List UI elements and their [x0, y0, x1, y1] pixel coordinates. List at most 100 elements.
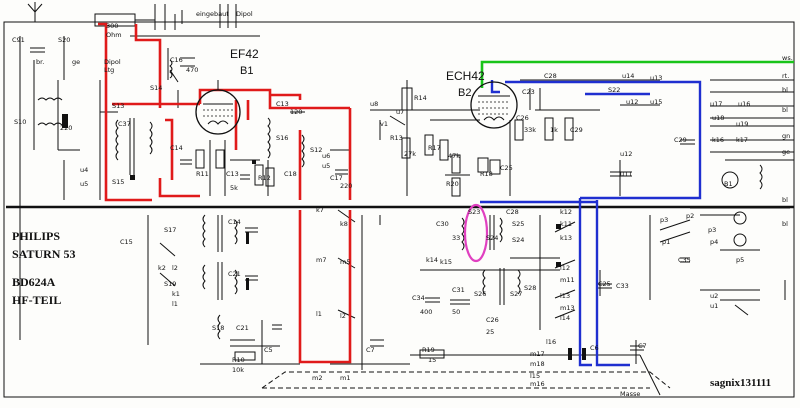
- signature: sagnix131111: [710, 377, 771, 389]
- label-dipol-ltg2: Ltg: [104, 66, 114, 74]
- label-u12: u12: [626, 98, 638, 106]
- label-r10: R10: [232, 356, 245, 364]
- label-c5: C5: [264, 346, 273, 354]
- label-p4: p4: [710, 238, 718, 246]
- label-s14: S14: [150, 84, 162, 92]
- label-u3: u1: [710, 302, 718, 310]
- label-c7b: C7: [638, 342, 647, 350]
- label-s27: S27: [510, 290, 522, 298]
- label-220a: 220: [60, 124, 72, 132]
- label-m16: m16: [530, 380, 545, 388]
- label-s28: S28: [524, 284, 536, 292]
- label-r13: R13: [390, 134, 403, 142]
- label-s13: S13: [112, 102, 124, 110]
- label-c35: C35: [678, 256, 691, 264]
- label-c11: C14: [170, 144, 183, 152]
- label-s20: S20: [58, 36, 70, 44]
- label-b1: B1: [724, 180, 733, 188]
- label-s19: S19: [164, 280, 176, 288]
- label-c15: C15: [120, 238, 133, 246]
- label-s16: S16: [276, 134, 288, 142]
- label-c14: C14: [228, 218, 241, 226]
- label-c25b: C25: [598, 280, 611, 288]
- label-c21b: C21: [236, 324, 249, 332]
- label-15: 15: [428, 356, 436, 364]
- label-c34: C34: [412, 294, 425, 302]
- label-r12: R12: [258, 174, 271, 182]
- label-eingebaut: eingebaut: [196, 10, 229, 18]
- label-u15: u15: [650, 98, 662, 106]
- label-5k: 5k: [230, 184, 238, 192]
- label-c28b: C28: [506, 208, 519, 216]
- label-br: br.: [36, 58, 44, 66]
- label-s10: S10: [14, 118, 26, 126]
- label-u6: u6: [322, 152, 330, 160]
- label-l16: l16: [546, 338, 556, 346]
- label-masse: Masse: [620, 390, 640, 398]
- label-k15: k15: [440, 258, 452, 266]
- label-u8: u8: [370, 100, 378, 108]
- label-r18: R18: [480, 170, 493, 178]
- label-s17: S17: [164, 226, 176, 234]
- wire-label-ge: ge: [782, 148, 790, 156]
- highlight-ellipse: [463, 203, 489, 263]
- blue-signal-path: [480, 80, 702, 367]
- label-u4: u4: [80, 166, 88, 174]
- red-signal-path: [98, 22, 352, 364]
- label-u14: u14: [622, 72, 634, 80]
- label-c91: C91: [12, 36, 25, 44]
- label-m1: m1: [340, 374, 350, 382]
- label-u17: u17: [710, 100, 722, 108]
- label-s24b: S24: [512, 236, 524, 244]
- label-s15: S15: [112, 178, 124, 186]
- label-r14: R14: [414, 94, 427, 102]
- label-33k: 33k: [524, 126, 536, 134]
- label-c31: C31: [452, 286, 465, 294]
- tube-ef42-type: EF42: [230, 47, 259, 61]
- label-l12: l12: [560, 264, 570, 272]
- component-blocks: [62, 114, 586, 360]
- label-s24a: S24: [486, 234, 498, 242]
- label-c37: C37: [118, 120, 131, 128]
- label-u7: u7: [396, 108, 404, 116]
- label-v11: u11: [620, 170, 632, 178]
- label-k16: k16: [712, 136, 724, 144]
- label-s12: S12: [310, 146, 322, 154]
- label-m5: m5: [340, 258, 350, 266]
- label-c25: C25: [500, 164, 513, 172]
- label-u16: u16: [738, 100, 750, 108]
- label-s22: S22: [608, 86, 620, 94]
- label-u2: u2: [710, 292, 718, 300]
- label-c26b: C26: [486, 316, 499, 324]
- wire-label-bl1: bl: [782, 86, 788, 94]
- tube-ef42: EF42 B1: [195, 47, 259, 135]
- label-ge: ge: [72, 58, 80, 66]
- label-k1: k1: [172, 290, 180, 298]
- tube-ech42-type: ECH42: [446, 69, 485, 83]
- label-c7: C7: [366, 346, 375, 354]
- label-m2: m2: [312, 374, 322, 382]
- label-c29: C29: [570, 126, 583, 134]
- label-k12: k12: [560, 208, 572, 216]
- label-m7: m7: [316, 256, 326, 264]
- wire-label-bl3: bl: [782, 196, 788, 204]
- label-30: 33: [452, 234, 460, 242]
- label-m11: m11: [560, 276, 575, 284]
- title-line-1: PHILIPS: [12, 229, 60, 243]
- label-u5: u5: [80, 180, 88, 188]
- label-c70: C29: [674, 136, 687, 144]
- wire-label-ws: ws.: [782, 54, 793, 62]
- label-p1: p1: [662, 238, 670, 246]
- label-m13: m13: [560, 304, 575, 312]
- black-wiring: [3, 2, 795, 398]
- label-470: 470: [186, 66, 198, 74]
- label-k14: k14: [426, 256, 438, 264]
- label-10k: 10k: [232, 366, 244, 374]
- label-k8: k8: [340, 220, 348, 228]
- tube-ech42-ref: B2: [458, 87, 471, 99]
- label-u19: u19: [736, 120, 748, 128]
- label-dipol: Dipol: [236, 10, 253, 18]
- label-400: 400: [420, 308, 432, 316]
